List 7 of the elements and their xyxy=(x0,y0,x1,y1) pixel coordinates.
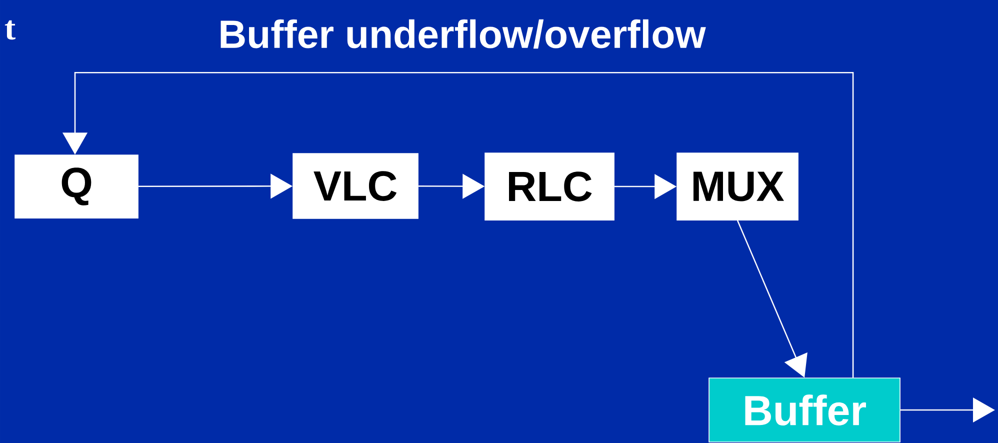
process-box: MUX xyxy=(676,152,798,220)
process-box: Q xyxy=(14,154,138,218)
label: t xyxy=(4,20,16,40)
process-box: Buffer xyxy=(708,378,900,442)
title: Buffer underflow/overflow xyxy=(220,19,706,49)
process-box: RLC xyxy=(484,152,614,220)
process-box: VLC xyxy=(292,153,418,219)
